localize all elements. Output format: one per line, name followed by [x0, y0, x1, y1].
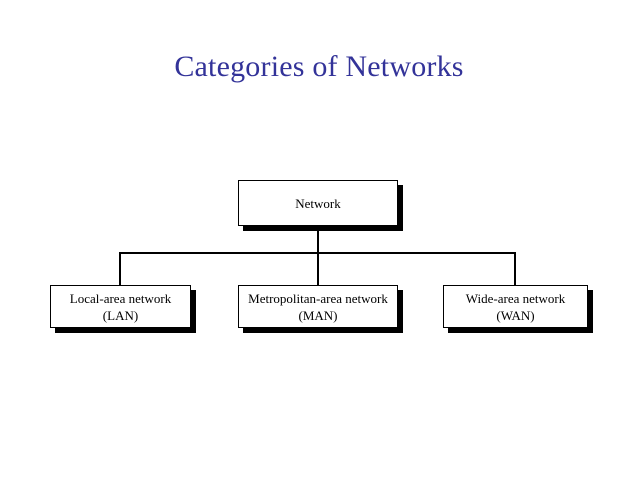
node-lan-label: Local-area network (LAN) — [69, 290, 172, 323]
node-metropolitan-area-network[interactable]: Metropolitan-area network (MAN) — [238, 285, 398, 328]
node-wan-label: Wide-area network (WAN) — [465, 290, 566, 323]
node-wide-area-network[interactable]: Wide-area network (WAN) — [443, 285, 588, 328]
connector-drop-lan — [119, 252, 121, 286]
connector-root-stem — [317, 225, 319, 254]
node-network[interactable]: Network — [238, 180, 398, 226]
node-local-area-network[interactable]: Local-area network (LAN) — [50, 285, 191, 328]
node-man-label: Metropolitan-area network (MAN) — [248, 290, 388, 323]
page-title: Categories of Networks — [174, 50, 464, 83]
connector-drop-man — [317, 252, 319, 286]
node-network-label: Network — [295, 195, 341, 211]
connector-drop-wan — [514, 252, 516, 286]
